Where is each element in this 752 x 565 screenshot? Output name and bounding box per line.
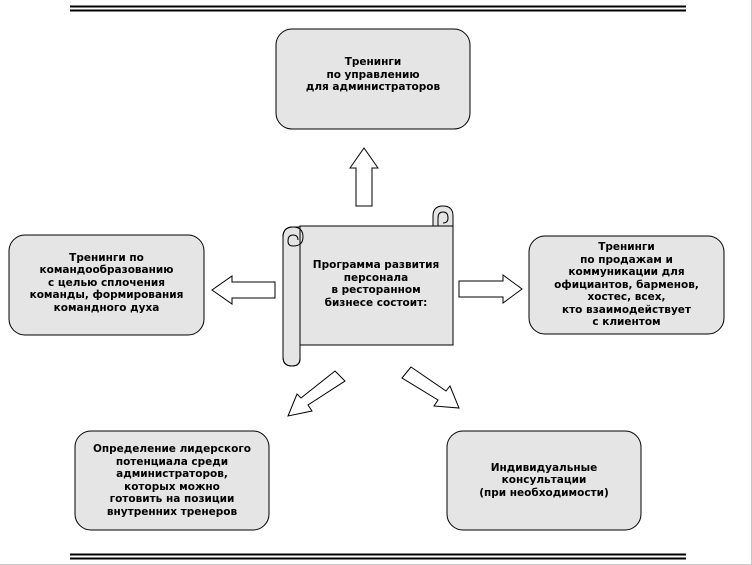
box-bottom-left bbox=[74, 430, 270, 531]
box-bottom-left-text: Определение лидерского потенциала среди … bbox=[75, 431, 269, 530]
box-bottom-right-text: Индивидуальные консультации (при необход… bbox=[447, 431, 641, 530]
center-scroll-label: Программа развития персонала в ресторанн… bbox=[312, 259, 440, 309]
box-bottom-right-label: Индивидуальные консультации (при необход… bbox=[479, 461, 609, 499]
box-bottom-right bbox=[446, 430, 642, 531]
arrow-up bbox=[349, 147, 379, 207]
box-top-text: Тренинги по управлению для администратор… bbox=[276, 29, 470, 125]
box-left-text: Тренинги по командообразованию с целью с… bbox=[9, 235, 204, 331]
scroll-shape bbox=[282, 205, 454, 367]
arrow-left bbox=[211, 275, 276, 305]
box-left-label: Тренинги по командообразованию с целью с… bbox=[29, 251, 184, 314]
box-right-label: Тренинги по продажам и коммуникации для … bbox=[554, 241, 699, 329]
top-double-rule bbox=[70, 5, 686, 12]
box-left bbox=[8, 234, 205, 336]
box-top bbox=[275, 28, 471, 130]
arrow-down-right bbox=[401, 366, 460, 409]
arrow-down-left bbox=[287, 370, 346, 417]
center-scroll-text: Программа развития персонала в ресторанн… bbox=[303, 240, 449, 328]
box-right bbox=[528, 235, 725, 335]
bottom-double-rule bbox=[70, 553, 686, 560]
box-right-text: Тренинги по продажам и коммуникации для … bbox=[529, 236, 724, 334]
box-top-label: Тренинги по управлению для администратор… bbox=[305, 56, 441, 94]
box-bottom-left-label: Определение лидерского потенциала среди … bbox=[92, 443, 252, 518]
arrow-right bbox=[458, 274, 523, 304]
